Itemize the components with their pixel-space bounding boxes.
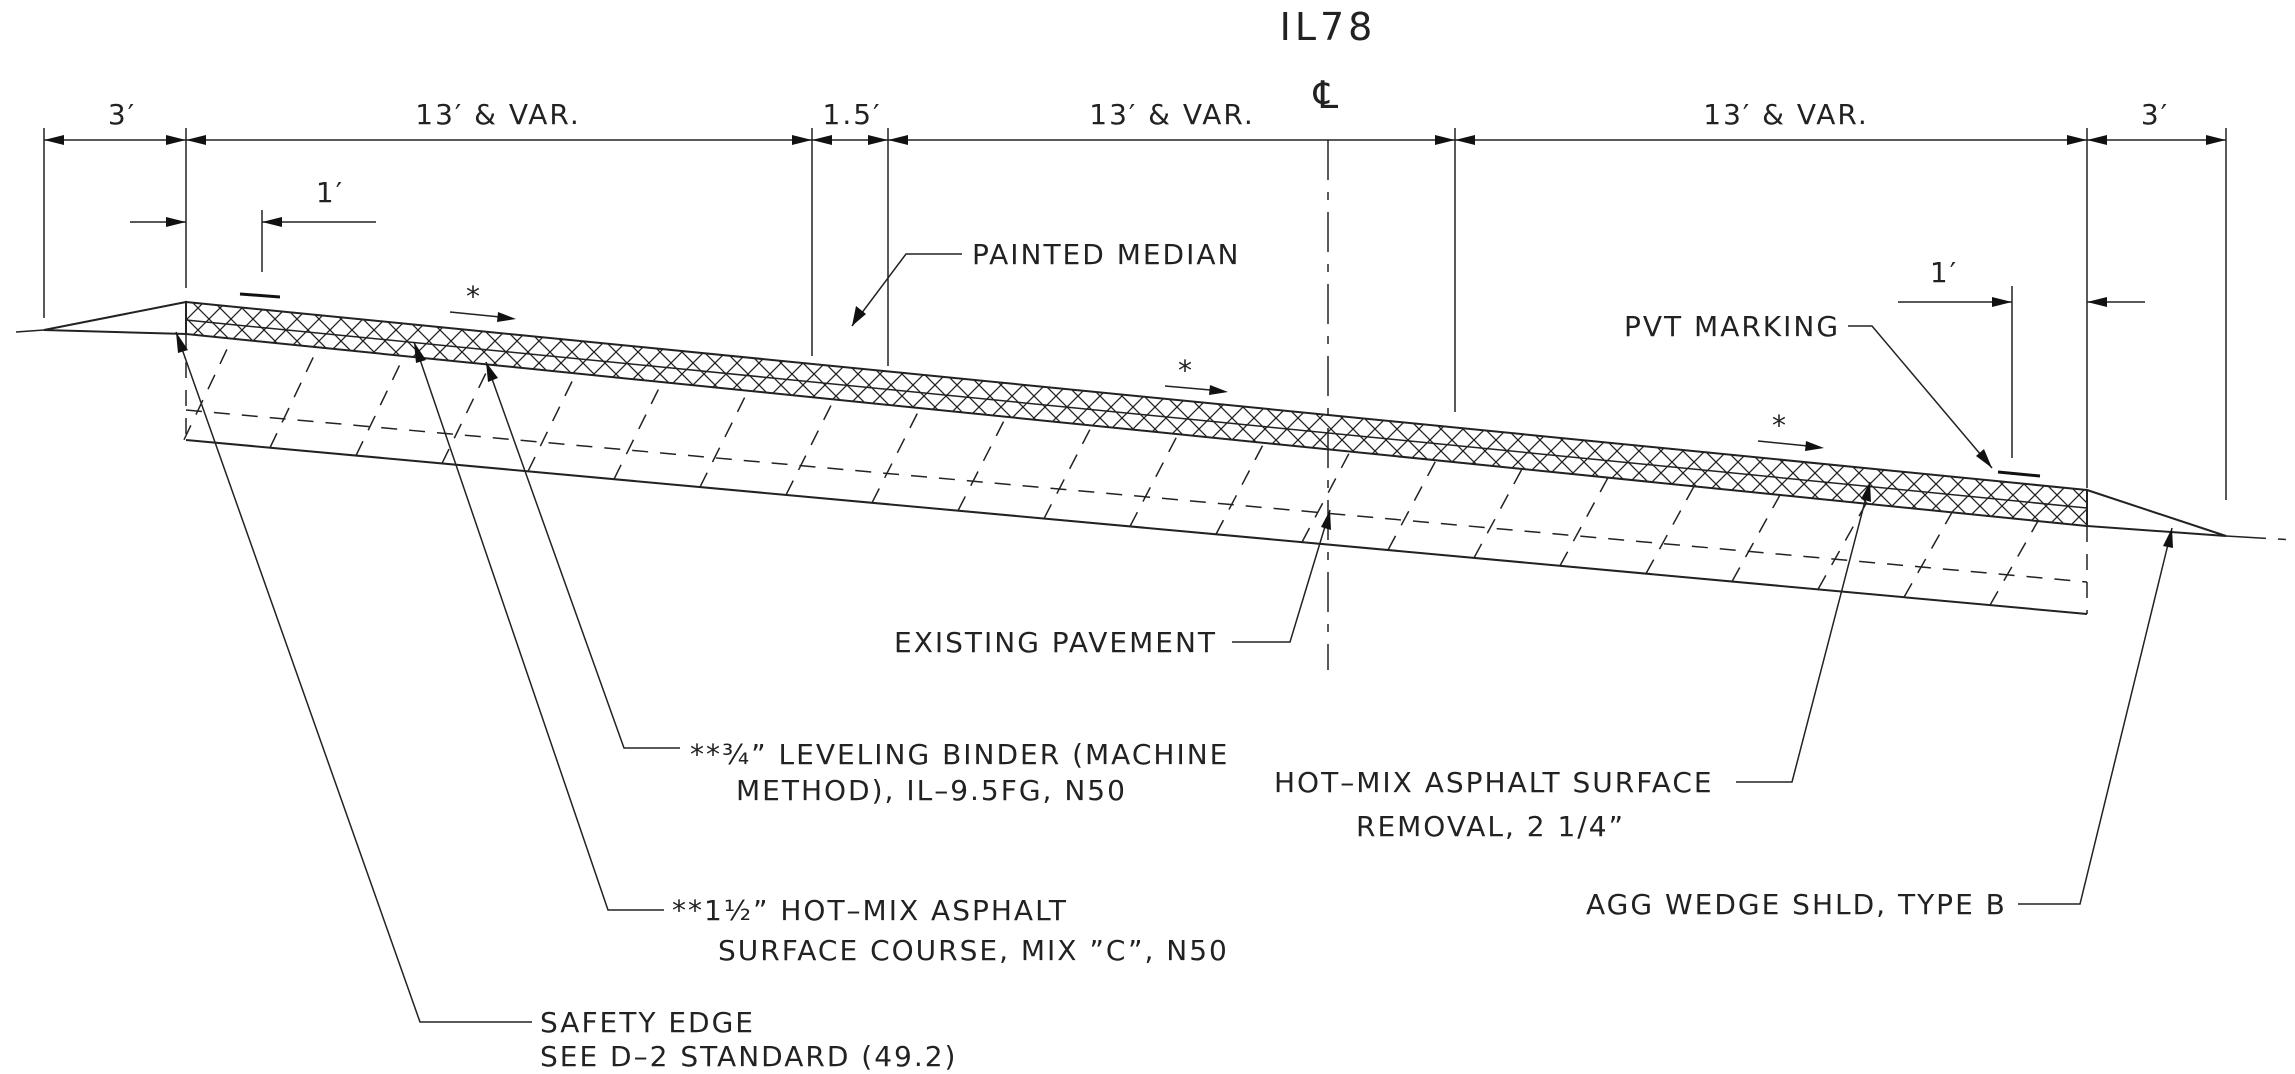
leader-painted-median: [851, 253, 962, 327]
pavement-hatch-line: [957, 416, 1007, 512]
asterisk-right: *: [1772, 409, 1788, 442]
agg-wedge-right: [2086, 488, 2227, 537]
pavement-hatch-line: [1129, 433, 1179, 527]
pavement-hatch-line: [1559, 477, 1609, 567]
dim-right-shoulder: 3′: [2141, 98, 2169, 131]
pavement-hatch-line: [527, 373, 577, 472]
leveling-binder-line: [185, 319, 2088, 509]
route-label: IL78: [1280, 5, 1377, 49]
callout-existing-pavement: EXISTING PAVEMENT: [894, 626, 1217, 659]
pavement-hatch-line: [613, 381, 663, 480]
road-section: [15, 292, 2295, 615]
dim-median-gap: 1.5′: [823, 98, 882, 131]
agg-wedge-left: [43, 300, 187, 336]
leader-hma-removal: [1736, 481, 1871, 783]
pavement-hatch-line: [1301, 451, 1351, 543]
leader-existing-pavement: [1232, 509, 1331, 643]
callout-painted-median: PAINTED MEDIAN: [972, 238, 1240, 271]
callout-agg-wedge: AGG WEDGE SHLD, TYPE B: [1586, 888, 2007, 921]
callout-safety-edge-line1: SAFETY EDGE: [540, 1006, 755, 1039]
pavement-hatch-line: [1903, 511, 1953, 598]
pavement-hatch-line: [785, 399, 835, 496]
existing-pavement-hatch: [183, 338, 2039, 606]
pavement-hatch-line: [1731, 494, 1781, 582]
pvt-marking-left: [239, 292, 281, 299]
asterisk-arrow-left: [449, 311, 516, 322]
callout-hma-removal-line1: HOT–MIX ASPHALT SURFACE: [1274, 766, 1714, 799]
asterisk-arrow-right: [1757, 440, 1824, 451]
leader-safety-edge: [175, 331, 532, 1023]
callout-surface-course-line1: **1½” HOT–MIX ASPHALT: [672, 894, 1068, 927]
dim-left-shoulder: 3′: [108, 98, 136, 131]
top-dimension-line: [43, 128, 2227, 500]
pavement-hatch-line: [699, 390, 749, 488]
leader-surface-course: [413, 341, 664, 911]
dim-center-lane: 13′ & VAR.: [1089, 98, 1255, 131]
callout-surface-course-line2: SURFACE COURSE, MIX ”C”, N50: [718, 934, 1229, 967]
pavement-hatch-line: [1215, 442, 1265, 535]
dim-right-offset: 1′: [1930, 256, 1958, 289]
ground-right: [2225, 535, 2295, 541]
dim-left-offset: 1′: [316, 176, 344, 209]
pavement-hatch-line: [269, 347, 319, 449]
leader-agg-wedge: [2018, 527, 2173, 905]
pavement-hatch-line: [1473, 468, 1523, 559]
pavement-hatch-line: [183, 338, 233, 441]
pavement-hatch-line: [1387, 459, 1437, 551]
dim-right-lane: 13′ & VAR.: [1703, 98, 1869, 131]
asterisk-arrow-center: [1164, 385, 1228, 395]
pavement-hatch-line: [871, 407, 921, 504]
callout-leveling-binder-line2: METHOD), IL–9.5FG, N50: [736, 774, 1127, 807]
centerline-symbol: ℄: [1313, 73, 1342, 117]
pavement-hatch-line: [1989, 520, 2039, 606]
pavement-hatch-line: [1043, 425, 1093, 519]
dim-left-lane: 13′ & VAR.: [415, 98, 581, 131]
ground-left: [15, 329, 45, 333]
callout-safety-edge-line2: SEE D–2 STANDARD (49.2): [540, 1040, 957, 1073]
pavement-hatch-line: [355, 355, 405, 456]
asterisk-left: *: [466, 280, 482, 313]
callout-leveling-binder-line1: **¾” LEVELING BINDER (MACHINE: [690, 738, 1229, 771]
pavement-hatch-line: [1817, 503, 1867, 590]
leader-leveling-binder: [485, 361, 680, 749]
pavement-hatch-line: [1645, 485, 1695, 574]
callout-hma-removal-line2: REMOVAL, 2 1/4”: [1356, 810, 1625, 843]
callout-pvt-marking: PVT MARKING: [1624, 310, 1840, 343]
right-offset-dimension: [1898, 286, 2145, 458]
pavement-hatch-line: [441, 364, 491, 464]
asterisk-center: *: [1178, 354, 1194, 387]
left-offset-dimension: [130, 210, 376, 272]
pvt-marking-right: [1997, 470, 2041, 478]
leader-pvt-marking: [1848, 325, 1993, 469]
